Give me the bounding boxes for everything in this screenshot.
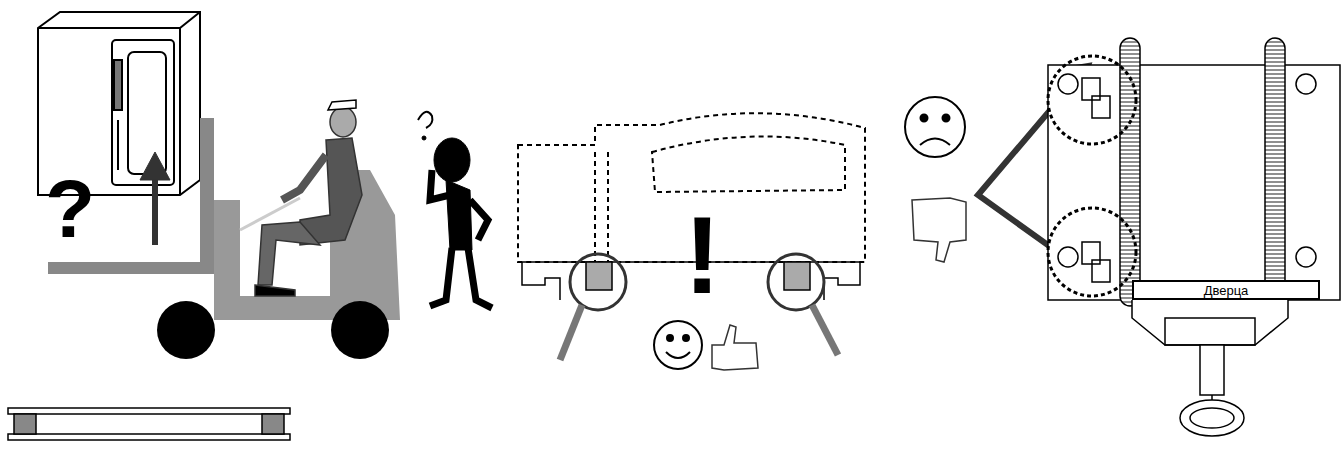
- top-view: [1058, 247, 1078, 267]
- pallet: [262, 414, 284, 434]
- thinking-figure: [430, 170, 450, 200]
- base-rail: [784, 262, 810, 290]
- forklift: [48, 118, 400, 359]
- top-view: [1048, 65, 1340, 300]
- forklift: [157, 301, 215, 359]
- top-view: [1132, 300, 1288, 345]
- thinking-figure: [422, 136, 426, 140]
- driver: [255, 285, 295, 296]
- oven-cabinet: [114, 60, 122, 110]
- top-view: [1190, 408, 1234, 428]
- oven-cabinet: [128, 52, 166, 174]
- magnifier: [560, 305, 582, 360]
- top-view: [1211, 395, 1213, 400]
- oven-outline: [607, 152, 609, 262]
- pallet: [8, 434, 290, 440]
- pallet: [8, 408, 290, 414]
- thinking-figure: [418, 112, 432, 128]
- top-view: [1048, 38, 1340, 436]
- thinking-figure: [418, 112, 492, 308]
- door-bar: Дверца: [1132, 280, 1320, 300]
- top-view: [1048, 208, 1136, 296]
- top-view: [1296, 74, 1316, 94]
- top-view: [1200, 345, 1224, 395]
- happy-face: [654, 321, 702, 369]
- lift-arrow: [152, 175, 158, 245]
- top-view: [1092, 96, 1110, 118]
- magnifier: [812, 305, 838, 355]
- thumb-up: [712, 325, 758, 370]
- top-view: [1265, 38, 1285, 306]
- driver: [328, 100, 356, 110]
- oven-cabinet: [112, 40, 174, 185]
- forklift: [48, 262, 213, 274]
- forklift: [200, 118, 214, 274]
- base-rail: [586, 262, 612, 290]
- sad-face: [943, 115, 950, 122]
- magnifier: [768, 254, 824, 310]
- thinking-figure: [430, 248, 492, 308]
- thumb-down: [912, 198, 966, 262]
- oven-outline: [652, 136, 845, 192]
- driver: [258, 222, 320, 285]
- top-view: [1165, 318, 1255, 345]
- thinking-figure: [434, 138, 470, 182]
- pallet: [14, 414, 36, 434]
- sad-face: [905, 97, 965, 157]
- happy-face: [666, 352, 690, 358]
- lift-arrow: [140, 152, 170, 245]
- exclamation-mark: !: [684, 200, 721, 310]
- top-view: [1048, 56, 1136, 144]
- driver: [300, 138, 362, 245]
- sad-face: [905, 97, 965, 157]
- pallet: [8, 408, 290, 440]
- lift-arrow: [140, 152, 170, 180]
- driver: [282, 155, 326, 200]
- happy-face: [654, 321, 702, 369]
- magnifier: [570, 254, 626, 310]
- driver: [255, 100, 362, 296]
- happy-face: [683, 335, 689, 341]
- sad-face: [921, 115, 928, 122]
- top-view: [1058, 74, 1078, 94]
- question-mark: ?: [45, 168, 95, 250]
- forklift: [214, 170, 400, 320]
- top-view: [1092, 260, 1110, 282]
- happy-face: [667, 335, 673, 341]
- oven-outline: [594, 152, 596, 262]
- driver: [330, 107, 356, 137]
- thumb-up: [712, 325, 758, 370]
- thumb-down: [912, 198, 966, 262]
- forklift: [331, 301, 389, 359]
- node-text: Дверца: [1204, 283, 1249, 298]
- oven-cabinet: [117, 120, 119, 170]
- top-view: [1296, 247, 1316, 267]
- sad-face: [920, 139, 950, 146]
- thinking-figure: [446, 180, 472, 250]
- top-view: [1180, 400, 1244, 436]
- thinking-figure: [470, 200, 488, 240]
